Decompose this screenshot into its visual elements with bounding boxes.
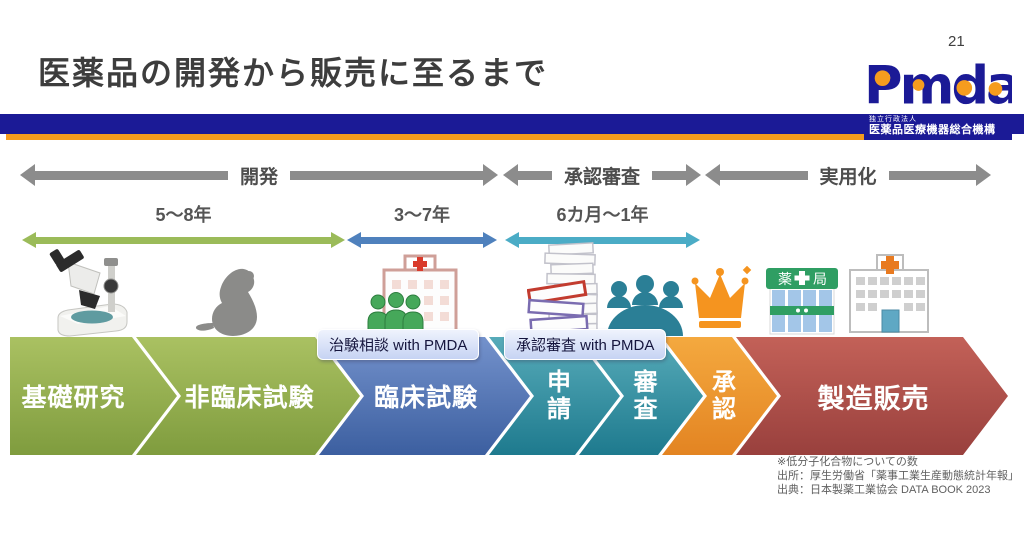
duration-label: 3〜7年	[393, 205, 451, 225]
duration-arrow-6months-1year: 6カ月〜1年	[505, 201, 700, 248]
clinic-icon	[366, 250, 462, 338]
arrow-right-icon	[483, 164, 499, 186]
double-arrow-icon	[347, 232, 497, 248]
double-arrow-icon	[22, 232, 345, 248]
header-bar-blue	[0, 114, 1024, 134]
page-title: 医薬品の開発から販売に至るまで	[38, 55, 549, 91]
pharmacy-sign-right: 局	[813, 271, 827, 287]
duration-arrow-5-8-years: 5〜8年	[22, 201, 345, 248]
pmda-wordmark-icon: Pmda	[864, 56, 1012, 114]
phase-arrow-approval-review: 承認審査	[503, 163, 702, 188]
microscope-icon	[48, 246, 140, 338]
arrow-right-icon	[686, 164, 702, 186]
pmda-org-name: 医薬品医療機器総合機構	[869, 124, 996, 136]
arrow-right-icon	[976, 164, 992, 186]
footnote-line: ※低分子化合物についての数	[777, 456, 918, 468]
review-committee-icon	[606, 272, 684, 336]
callout-approval-review-with-pmda: 承認審査 with PMDA	[504, 329, 667, 360]
phase-label-commercialization: 実用化	[819, 166, 877, 188]
pmda-org-type: 独立行政法人	[869, 116, 917, 123]
pmda-banner: 独立行政法人 医薬品医療機器総合機構	[864, 114, 1012, 140]
page-number: 21	[948, 33, 965, 50]
arrow-left-icon	[705, 164, 720, 186]
crown-icon	[690, 266, 752, 332]
step-manufacture-sale: 製造販売	[736, 337, 1008, 455]
pmda-wordmark-text: Pmda	[864, 56, 1012, 114]
footnote-line: 出典：日本製薬工業協会 DATA BOOK 2023	[777, 484, 991, 496]
callout-consultation-with-pmda: 治験相談 with PMDA	[317, 329, 480, 360]
phase-arrow-development: 開発	[20, 163, 499, 188]
footnotes: ※低分子化合物についての数 出所：厚生労働省「薬事工業生産動態統計年報」 出典：…	[777, 455, 1019, 497]
phase-label-approval-review: 承認審査	[564, 166, 641, 188]
duration-label: 6カ月〜1年	[556, 205, 649, 225]
documents-stack-icon	[527, 240, 609, 338]
mouse-icon	[196, 266, 262, 336]
double-arrow-icon	[505, 232, 700, 248]
phase-label-development: 開発	[240, 166, 279, 188]
arrow-left-icon	[503, 164, 518, 186]
footnote-line: 出所：厚生労働省「薬事工業生産動態統計年報」	[777, 470, 1019, 482]
header-bar-orange	[6, 134, 1010, 140]
arrow-left-icon	[20, 164, 35, 186]
pharmacy-icon: 薬 局	[762, 262, 842, 336]
phase-arrow-commercialization: 実用化	[705, 163, 992, 188]
hospital-icon	[846, 250, 932, 334]
duration-label: 5〜8年	[155, 205, 212, 225]
duration-arrow-3-7-years: 3〜7年	[347, 201, 497, 248]
pmda-logo: Pmda 独立行政法人 医薬品医療機器総合機構	[864, 56, 1012, 140]
pharmacy-sign-left: 薬	[778, 271, 792, 287]
